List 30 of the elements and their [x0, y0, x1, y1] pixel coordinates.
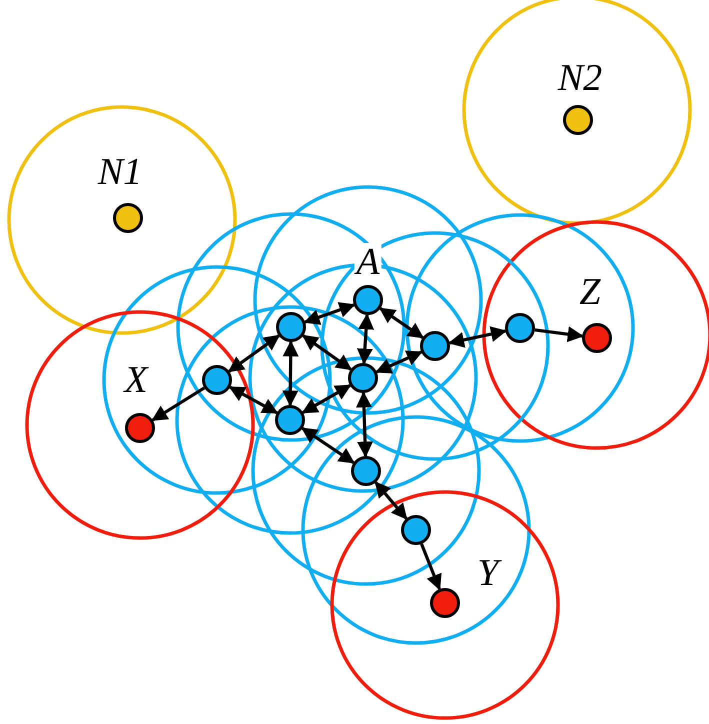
node-dot	[505, 313, 535, 343]
arrow	[228, 334, 280, 373]
node-dot	[353, 285, 383, 315]
arrow	[228, 386, 278, 414]
arrow	[448, 326, 507, 348]
arrow	[151, 386, 206, 422]
node-dot	[125, 413, 155, 443]
arrow	[356, 313, 374, 365]
node-dot	[401, 515, 431, 545]
node-dot	[348, 363, 378, 393]
node-dot	[113, 203, 143, 233]
arrow	[282, 340, 299, 407]
arrow	[374, 481, 408, 520]
arrow	[379, 307, 424, 339]
node-dot	[430, 588, 460, 618]
arrow	[304, 302, 356, 325]
node-dot	[275, 405, 305, 435]
node-dot	[582, 323, 612, 353]
node-dot	[276, 312, 306, 342]
node-dot	[202, 365, 232, 395]
arrow	[302, 384, 352, 414]
arrow	[420, 543, 442, 591]
node-dot	[563, 105, 593, 135]
arrow	[302, 334, 352, 371]
arrow	[301, 427, 355, 464]
arrow	[534, 326, 584, 342]
node-dot	[351, 456, 381, 486]
node-dot	[420, 331, 450, 361]
arrow	[356, 391, 374, 458]
arrow	[375, 350, 423, 374]
